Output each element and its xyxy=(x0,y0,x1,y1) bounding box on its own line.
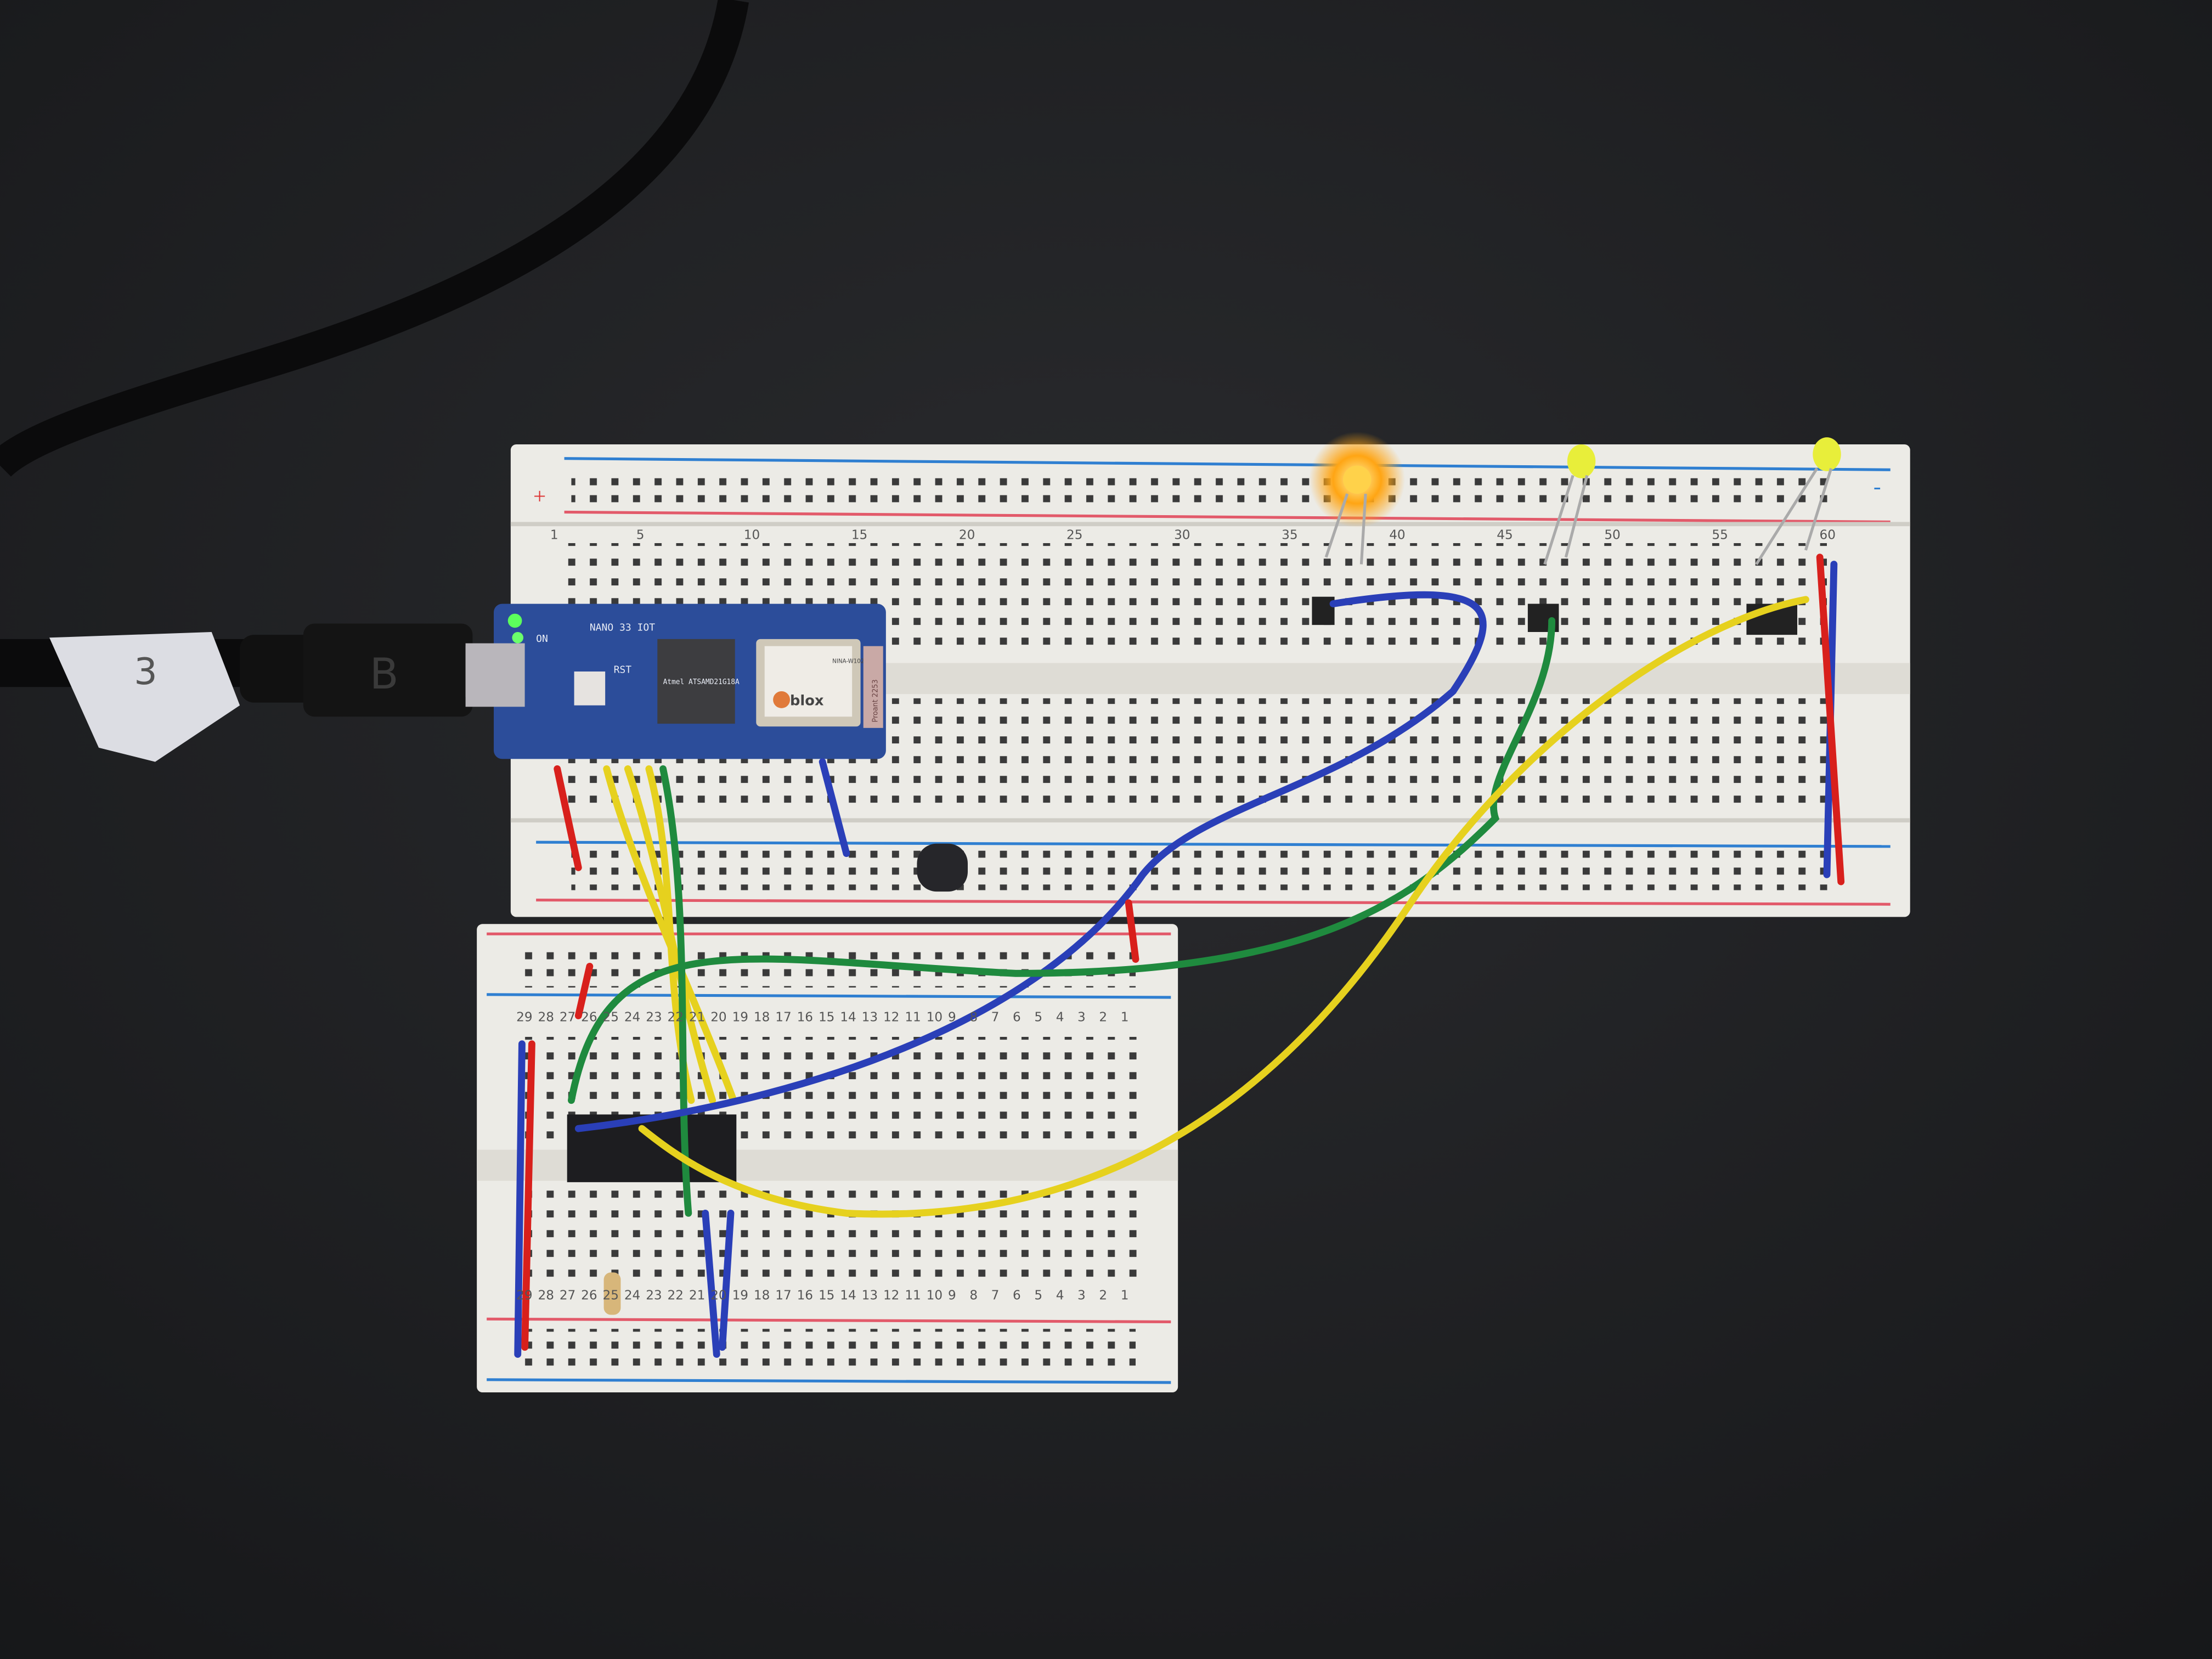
column-number: 14 xyxy=(840,1288,856,1302)
column-number: 1 xyxy=(1121,1011,1129,1025)
column-number: 7 xyxy=(991,1011,1000,1025)
column-number: 23 xyxy=(646,1288,662,1302)
column-number: 12 xyxy=(883,1288,899,1302)
column-number: 4 xyxy=(1056,1011,1064,1025)
column-number: 14 xyxy=(840,1011,856,1025)
column-number: 18 xyxy=(754,1011,770,1025)
svg-text:NINA-W102: NINA-W102 xyxy=(832,658,864,665)
column-number: 10 xyxy=(927,1011,943,1025)
column-number: 3 xyxy=(1077,1288,1086,1302)
cable-tape: 3 xyxy=(49,632,240,762)
column-number: 50 xyxy=(1604,528,1620,542)
column-number: 19 xyxy=(732,1288,748,1302)
column-number: 21 xyxy=(689,1288,705,1302)
column-number: 25 xyxy=(1066,528,1082,542)
column-number: 24 xyxy=(624,1288,640,1302)
svg-text:+: + xyxy=(533,483,546,509)
column-number: 6 xyxy=(1013,1011,1021,1025)
led-yellow xyxy=(1755,437,1841,565)
main-breadboard: + - xyxy=(510,444,1910,917)
svg-text:blox: blox xyxy=(790,693,824,709)
column-number: 29 xyxy=(516,1011,532,1025)
column-number: 22 xyxy=(668,1011,684,1025)
column-number: 2 xyxy=(1099,1011,1107,1025)
column-number: 8 xyxy=(969,1288,978,1302)
column-number: 40 xyxy=(1389,528,1405,542)
svg-text:B: B xyxy=(370,650,399,699)
resistor xyxy=(603,1272,621,1315)
svg-text:Proant 2253: Proant 2253 xyxy=(871,679,879,722)
column-number: 25 xyxy=(603,1011,619,1025)
column-number: 35 xyxy=(1282,528,1297,542)
small-breadboard xyxy=(477,924,1178,1392)
column-number: 28 xyxy=(538,1011,554,1025)
column-number: 10 xyxy=(744,528,760,542)
column-number: 24 xyxy=(624,1011,640,1025)
column-number: 45 xyxy=(1497,528,1513,542)
column-number: 5 xyxy=(1034,1011,1042,1025)
column-number: 17 xyxy=(775,1288,791,1302)
column-number: 22 xyxy=(668,1288,684,1302)
column-number: 1 xyxy=(1121,1288,1129,1302)
led-orange-lit xyxy=(1309,431,1406,565)
svg-text:3: 3 xyxy=(134,650,157,693)
svg-text:-: - xyxy=(1874,473,1881,499)
svg-text:NANO 33 IOT: NANO 33 IOT xyxy=(590,622,655,633)
arduino-nano-33-iot: NANO 33 IOT ON RST Atmel ATSAMD21G18A bl… xyxy=(465,603,886,759)
column-number: 4 xyxy=(1056,1288,1064,1302)
column-number: 13 xyxy=(862,1011,878,1025)
column-number: 20 xyxy=(710,1288,726,1302)
column-number: 27 xyxy=(560,1011,575,1025)
column-number: 9 xyxy=(948,1011,956,1025)
column-number: 21 xyxy=(689,1011,705,1025)
column-number: 9 xyxy=(948,1288,956,1302)
column-number: 18 xyxy=(754,1288,770,1302)
column-number: 60 xyxy=(1820,528,1836,542)
column-number: 20 xyxy=(710,1011,726,1025)
wires xyxy=(514,554,1845,1358)
column-number: 10 xyxy=(927,1288,943,1302)
column-number: 30 xyxy=(1174,528,1190,542)
column-number: 15 xyxy=(819,1011,834,1025)
svg-text:ON: ON xyxy=(536,633,548,645)
column-number: 16 xyxy=(797,1011,813,1025)
usb-cable xyxy=(0,0,749,477)
column-number: 8 xyxy=(969,1011,978,1025)
column-number: 6 xyxy=(1013,1288,1021,1302)
column-number: 11 xyxy=(905,1288,921,1302)
column-number: 29 xyxy=(516,1288,532,1302)
column-number: 28 xyxy=(538,1288,554,1302)
column-number: 5 xyxy=(1034,1288,1042,1302)
column-number: 11 xyxy=(905,1011,921,1025)
column-number: 26 xyxy=(581,1011,597,1025)
column-number: 7 xyxy=(991,1288,1000,1302)
column-number: 1 xyxy=(550,528,558,542)
column-number: 15 xyxy=(819,1288,834,1302)
column-number: 19 xyxy=(732,1011,748,1025)
column-number: 27 xyxy=(560,1288,575,1302)
svg-text:Atmel ATSAMD21G18A: Atmel ATSAMD21G18A xyxy=(663,678,740,686)
column-number: 12 xyxy=(883,1011,899,1025)
column-number: 15 xyxy=(851,528,867,542)
column-number: 17 xyxy=(775,1011,791,1025)
column-number: 3 xyxy=(1077,1011,1086,1025)
column-number: 5 xyxy=(636,528,645,542)
column-number: 55 xyxy=(1712,528,1728,542)
capacitor xyxy=(917,843,968,892)
column-number: 13 xyxy=(862,1288,878,1302)
column-number: 25 xyxy=(603,1288,619,1302)
svg-text:RST: RST xyxy=(614,664,632,676)
column-number: 2 xyxy=(1099,1288,1107,1302)
column-number: 20 xyxy=(959,528,975,542)
column-number: 16 xyxy=(797,1288,813,1302)
column-number: 23 xyxy=(646,1011,662,1025)
led-yellow xyxy=(1543,444,1596,565)
column-number: 26 xyxy=(581,1288,597,1302)
